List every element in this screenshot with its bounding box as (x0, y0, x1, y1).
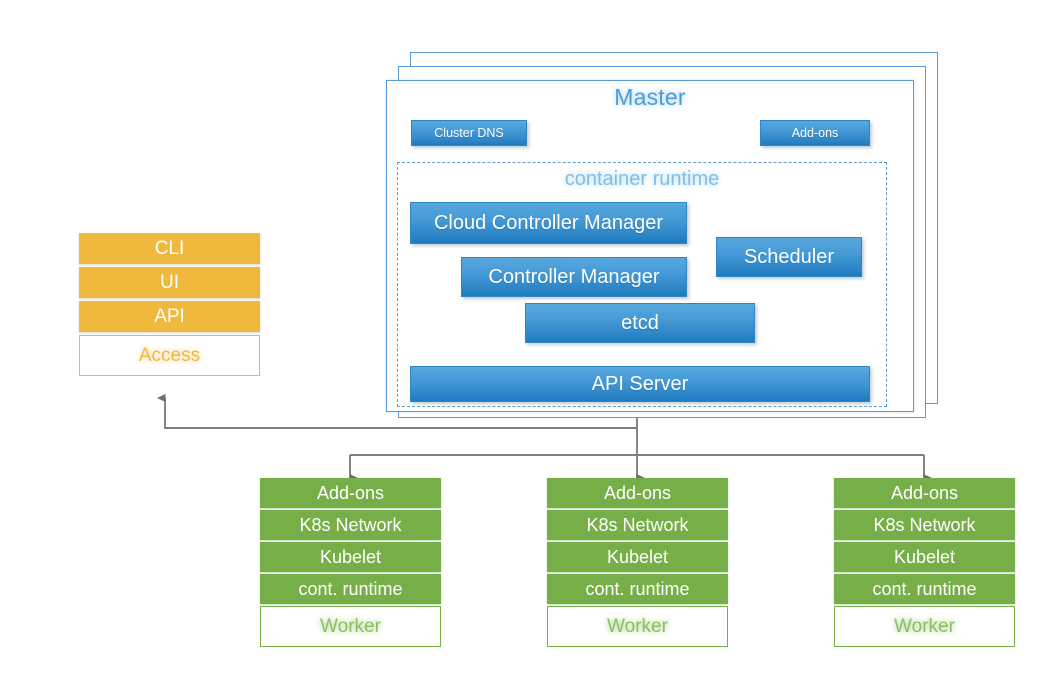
worker-node-1: Add-ons K8s Network Kubelet cont. runtim… (260, 478, 441, 655)
controller-manager-box[interactable]: Controller Manager (461, 257, 687, 297)
worker-row-addons[interactable]: Add-ons (834, 478, 1015, 508)
container-runtime-title: container runtime (564, 168, 720, 190)
worker-row-runtime[interactable]: cont. runtime (547, 574, 728, 604)
scheduler-box[interactable]: Scheduler (716, 237, 862, 277)
master-addons-box[interactable]: Add-ons (760, 120, 870, 146)
master-title: Master (614, 84, 686, 110)
worker-row-kubelet[interactable]: Kubelet (547, 542, 728, 572)
worker-row-runtime[interactable]: cont. runtime (834, 574, 1015, 604)
access-panel: CLI UI API Access (79, 233, 260, 393)
worker-row-kubelet[interactable]: Kubelet (260, 542, 441, 572)
worker-row-network[interactable]: K8s Network (834, 510, 1015, 540)
cloud-controller-manager-box[interactable]: Cloud Controller Manager (410, 202, 687, 244)
worker-row-addons[interactable]: Add-ons (260, 478, 441, 508)
api-server-box[interactable]: API Server (410, 366, 870, 402)
worker-node-3: Add-ons K8s Network Kubelet cont. runtim… (834, 478, 1015, 655)
worker-row-runtime[interactable]: cont. runtime (260, 574, 441, 604)
access-row-api[interactable]: API (79, 301, 260, 332)
wire-apiserver-access (157, 394, 637, 429)
worker-label: Worker (547, 606, 728, 647)
etcd-box[interactable]: etcd (525, 303, 755, 343)
cluster-dns-box[interactable]: Cluster DNS (411, 120, 527, 146)
worker-label: Worker (834, 606, 1015, 647)
worker-row-network[interactable]: K8s Network (547, 510, 728, 540)
worker-node-2: Add-ons K8s Network Kubelet cont. runtim… (547, 478, 728, 655)
worker-label: Worker (260, 606, 441, 647)
access-label: Access (79, 335, 260, 376)
access-row-cli[interactable]: CLI (79, 233, 260, 264)
container-runtime-region (397, 162, 887, 407)
worker-row-addons[interactable]: Add-ons (547, 478, 728, 508)
worker-row-network[interactable]: K8s Network (260, 510, 441, 540)
access-row-ui[interactable]: UI (79, 267, 260, 298)
worker-row-kubelet[interactable]: Kubelet (834, 542, 1015, 572)
